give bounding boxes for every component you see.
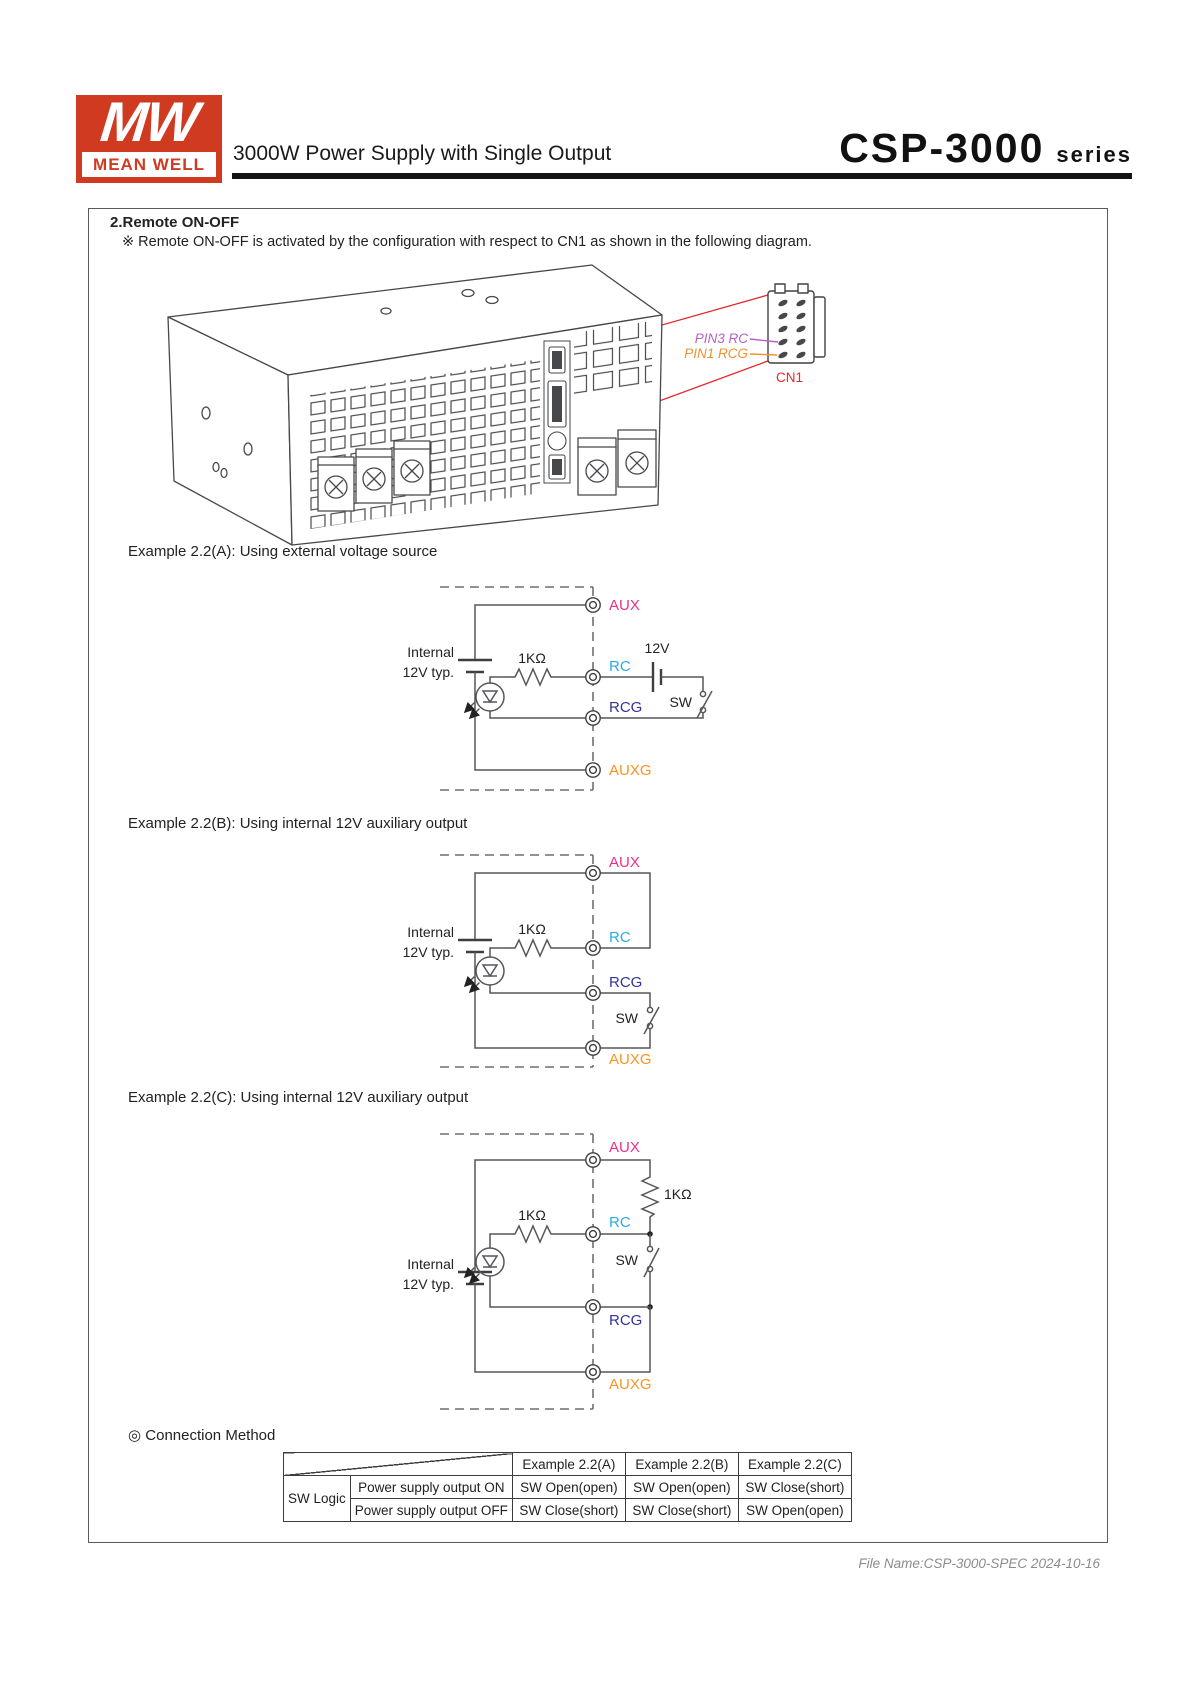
terminal-blocks — [317, 429, 657, 512]
terminal-label-rc: RC — [609, 929, 631, 946]
internal-source-label-2: 12V typ. — [403, 944, 454, 960]
table-cell: SW Close(short) — [737, 1475, 852, 1499]
psu-chassis-drawing — [167, 264, 663, 546]
terminal-rcg — [585, 985, 601, 1001]
terminal-label-rc: RC — [609, 658, 631, 675]
table-corner-cell — [283, 1452, 513, 1476]
table-header-row: Example 2.2(A) Example 2.2(B) Example 2.… — [283, 1452, 852, 1476]
terminal-label-auxg: AUXG — [609, 1051, 652, 1068]
table-col-header: Example 2.2(A) — [511, 1452, 626, 1476]
series-title: CSP-3000 series — [726, 125, 1132, 172]
chassis-rear-view-figure: PIN3 RC PIN1 RCG CN1 — [167, 264, 826, 546]
terminal-label-rcg: RCG — [609, 1312, 642, 1329]
table-cell: SW Open(open) — [737, 1498, 852, 1522]
terminal-label-rc: RC — [609, 1214, 631, 1231]
terminal-label-aux: AUX — [609, 854, 640, 871]
pin1-rcg-label: PIN1 RCG — [684, 346, 748, 361]
example-a-circuit: AUX RC RCG AUXG Internal 12V typ. 1KΩ 12… — [403, 586, 713, 791]
terminal-label-rcg: RCG — [609, 974, 642, 991]
internal-source-label-2: 12V typ. — [403, 1276, 454, 1292]
internal-source-label-1: Internal — [407, 924, 454, 940]
table-cell: SW Open(open) — [511, 1475, 626, 1499]
meanwell-logo: MW MEAN WELL — [76, 90, 222, 183]
table-col-header: Example 2.2(B) — [624, 1452, 739, 1476]
pin3-rc-label: PIN3 RC — [695, 331, 749, 346]
table-cell: SW Open(open) — [624, 1475, 739, 1499]
signal-connector-column — [543, 340, 571, 484]
terminal-rc — [585, 940, 601, 956]
terminal-rcg — [585, 710, 601, 726]
example-c-circuit: AUX RC RCG AUXG Internal 12V typ. 1KΩ 1K… — [403, 1133, 692, 1410]
content-frame — [88, 208, 1108, 1543]
terminal-aux — [585, 597, 601, 613]
connection-method-heading: ◎ Connection Method — [128, 1426, 275, 1444]
terminal-label-rcg: RCG — [609, 699, 642, 716]
example-a-title: Example 2.2(A): Using external voltage s… — [128, 543, 438, 560]
cn1-pins — [778, 299, 806, 359]
series-name: CSP-3000 — [839, 125, 1045, 171]
top-screw-holes — [380, 288, 499, 315]
terminal-auxg — [585, 1364, 601, 1380]
logo-band: MEAN WELL — [82, 152, 216, 177]
terminal-label-aux: AUX — [609, 597, 640, 614]
page-subtitle: 3000W Power Supply with Single Output — [233, 142, 612, 165]
switch-label: SW — [615, 1252, 638, 1268]
resistor-label-right: 1KΩ — [664, 1186, 692, 1202]
terminal-rc — [585, 1226, 601, 1242]
resistor-label: 1KΩ — [518, 921, 546, 937]
internal-source-label-1: Internal — [407, 1256, 454, 1272]
table-row-label: Power supply output ON — [349, 1475, 513, 1499]
series-suffix: series — [1056, 142, 1132, 167]
example-b-title: Example 2.2(B): Using internal 12V auxil… — [128, 815, 468, 832]
table-cell: SW Close(short) — [624, 1498, 739, 1522]
table-row: Power supply output OFF SW Close(short) … — [284, 1498, 852, 1522]
connection-method-bullet: ◎ — [128, 1427, 142, 1444]
vent-grid-right — [574, 321, 652, 397]
section-note: ※ Remote ON-OFF is activated by the conf… — [122, 234, 812, 250]
logo-mw-mark: MW — [97, 90, 201, 153]
example-c-title: Example 2.2(C): Using internal 12V auxil… — [128, 1089, 469, 1106]
sw-logic-table: Example 2.2(A) Example 2.2(B) Example 2.… — [283, 1452, 852, 1522]
side-holes — [201, 406, 253, 479]
table-row: SW Logic Power supply output ON SW Open(… — [283, 1475, 852, 1522]
footer-file-info: File Name:CSP-3000-SPEC 2024-10-16 — [858, 1556, 1100, 1571]
ext-source-label: 12V — [645, 640, 671, 656]
resistor-label: 1KΩ — [518, 1207, 546, 1223]
table-row-group: SW Logic — [283, 1475, 351, 1522]
cn1-connector-detail: PIN3 RC PIN1 RCG CN1 — [684, 283, 826, 385]
terminal-label-aux: AUX — [609, 1139, 640, 1156]
terminal-label-auxg: AUXG — [609, 1376, 652, 1393]
terminal-rc — [585, 669, 601, 685]
resistor-label: 1KΩ — [518, 650, 546, 666]
internal-source-label-2: 12V typ. — [403, 664, 454, 680]
switch-label: SW — [669, 694, 692, 710]
example-b-circuit: AUX RC RCG AUXG Internal 12V typ. 1KΩ SW — [403, 854, 660, 1068]
internal-source-label-1: Internal — [407, 644, 454, 660]
logo-brand-text: MEAN WELL — [93, 154, 205, 174]
terminal-auxg — [585, 1040, 601, 1056]
pin3-leader — [749, 338, 779, 343]
table-row-label: Power supply output OFF — [349, 1498, 513, 1522]
connection-method-label: Connection Method — [145, 1427, 276, 1444]
terminal-aux — [585, 1152, 601, 1168]
table-col-header: Example 2.2(C) — [737, 1452, 852, 1476]
cn1-label: CN1 — [776, 370, 803, 385]
table-cell: SW Close(short) — [511, 1498, 626, 1522]
terminal-auxg — [585, 762, 601, 778]
terminal-aux — [585, 865, 601, 881]
terminal-rcg — [585, 1299, 601, 1315]
header-rule — [232, 173, 1132, 179]
terminal-label-auxg: AUXG — [609, 762, 652, 779]
switch-label: SW — [615, 1010, 638, 1026]
section-title: 2.Remote ON-OFF — [110, 214, 240, 231]
pin1-leader — [749, 353, 778, 356]
